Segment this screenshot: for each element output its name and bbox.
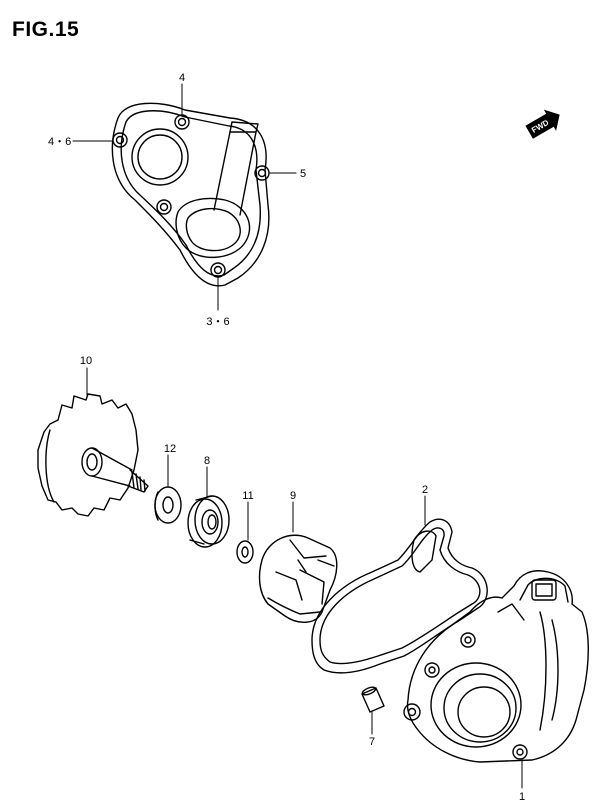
gasket-2: [311, 518, 488, 674]
dowel-pin-7: [361, 686, 385, 713]
drive-gear: [37, 393, 149, 517]
oil-seal-8: [187, 495, 230, 548]
callout-5: 5: [300, 168, 306, 180]
e-ring-11: [236, 540, 254, 564]
pump-housing-1: [403, 570, 589, 763]
callout-10: 10: [80, 355, 92, 367]
callout-9: 9: [290, 490, 296, 502]
figure-title: FIG.15: [12, 18, 80, 41]
leader-lines: [72, 83, 523, 789]
callout-8: 8: [204, 455, 210, 467]
callout-12: 12: [164, 443, 176, 455]
fwd-arrow-icon: FWD: [525, 109, 560, 139]
impeller-9: [258, 534, 338, 623]
callout-1: 1: [519, 791, 525, 803]
callout-3-6: 3・6: [206, 316, 229, 328]
callout-4: 4: [179, 72, 185, 84]
washer-12: [154, 486, 182, 524]
pump-cover: [111, 102, 270, 287]
callout-7: 7: [369, 736, 375, 748]
callout-11: 11: [242, 490, 253, 502]
callout-2: 2: [422, 484, 428, 496]
callout-4-6: 4・6: [48, 136, 71, 148]
